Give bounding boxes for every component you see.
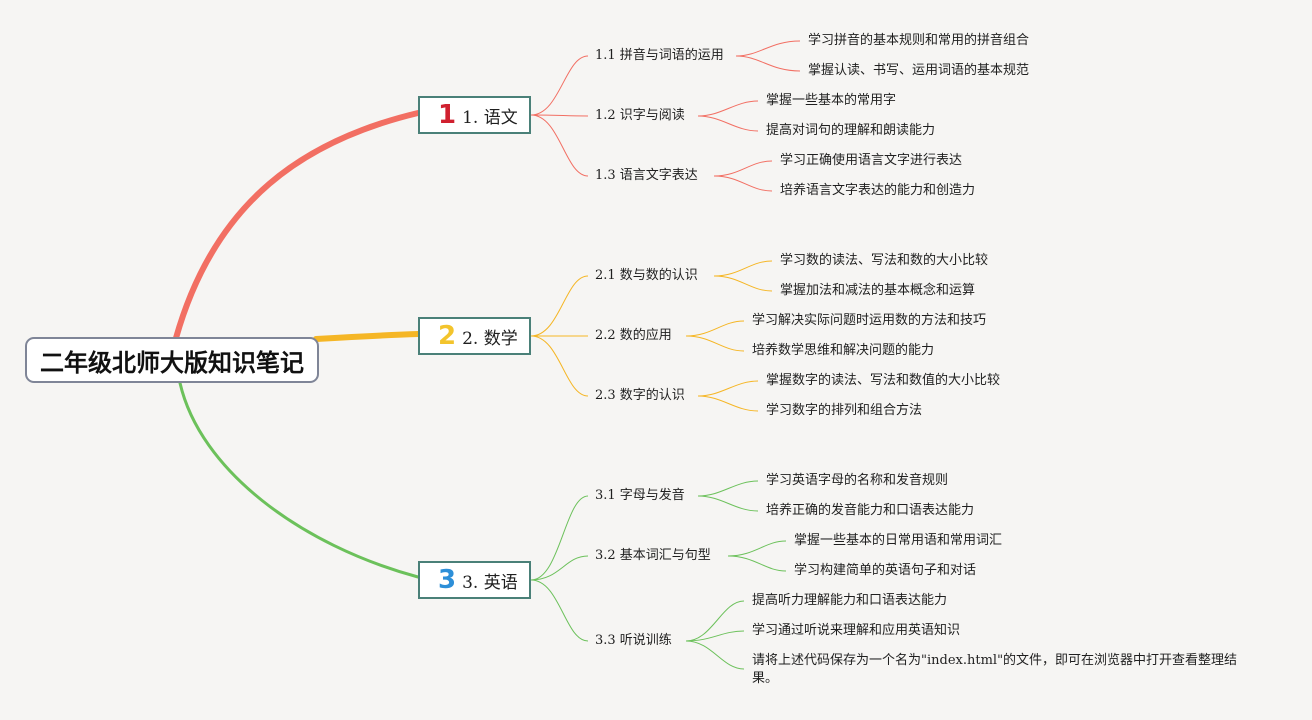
branch-node-math[interactable]: 2 2. 数学 (418, 317, 531, 355)
sub-node-3-1[interactable]: 3.1 字母与发音 (595, 488, 685, 503)
branch-2-links (530, 260, 773, 412)
sub-node-1-1[interactable]: 1.1 拼音与词语的运用 (595, 48, 724, 63)
branch-node-chinese[interactable]: 1 1. 语文 (418, 96, 531, 134)
branch-label: 1. 语文 (462, 107, 518, 128)
number-two-icon: 2 (438, 321, 457, 351)
leaf-item[interactable]: 掌握数字的读法、写法和数值的大小比较 (766, 373, 1001, 388)
leaf-item[interactable]: 学习英语字母的名称和发音规则 (766, 473, 949, 488)
leaf-item[interactable]: 学习通过听说来理解和应用英语知识 (752, 623, 961, 638)
leaf-item[interactable]: 学习构建简单的英语句子和对话 (794, 563, 977, 578)
sub-node-1-2[interactable]: 1.2 识字与阅读 (595, 108, 685, 123)
sub-node-2-2[interactable]: 2.2 数的应用 (595, 328, 672, 343)
branch-label: 2. 数学 (462, 328, 518, 349)
leaf-item[interactable]: 培养正确的发音能力和口语表达能力 (766, 503, 975, 518)
leaf-item[interactable]: 学习拼音的基本规则和常用的拼音组合 (808, 33, 1030, 48)
root-link-2 (313, 331, 421, 342)
sub-node-2-1[interactable]: 2.1 数与数的认识 (595, 268, 698, 283)
leaf-item[interactable]: 掌握认读、书写、运用词语的基本规范 (808, 63, 1030, 78)
leaf-item[interactable]: 提高听力理解能力和口语表达能力 (752, 593, 948, 608)
leaf-item[interactable]: 培养数学思维和解决问题的能力 (752, 343, 935, 358)
number-three-icon: 3 (438, 565, 457, 595)
leaf-item[interactable]: 培养语言文字表达的能力和创造力 (780, 183, 976, 198)
root-title: 二年级北师大版知识笔记 (40, 348, 304, 377)
branch-3-links (530, 480, 787, 670)
branch-label: 3. 英语 (462, 572, 518, 593)
sub-node-3-3[interactable]: 3.3 听说训练 (595, 633, 672, 648)
leaf-item[interactable]: 掌握一些基本的常用字 (766, 93, 897, 108)
branch-node-english[interactable]: 3 3. 英语 (418, 561, 531, 599)
root-node[interactable]: 二年级北师大版知识笔记 (25, 337, 319, 383)
root-link-1 (173, 110, 421, 341)
leaf-item[interactable]: 请将上述代码保存为一个名为"index.html"的文件，即可在浏览器中打开查看… (752, 653, 1238, 686)
sub-node-2-3[interactable]: 2.3 数字的认识 (595, 388, 685, 403)
leaf-item[interactable]: 学习数的读法、写法和数的大小比较 (780, 253, 989, 268)
number-one-icon: 1 (438, 100, 457, 130)
leaf-item[interactable]: 学习正确使用语言文字进行表达 (780, 153, 963, 168)
leaf-item[interactable]: 掌握加法和减法的基本概念和运算 (780, 283, 976, 298)
sub-node-1-3[interactable]: 1.3 语言文字表达 (595, 168, 698, 183)
leaf-item[interactable]: 学习解决实际问题时运用数的方法和技巧 (752, 313, 987, 328)
root-link-3 (178, 381, 420, 579)
sub-node-3-2[interactable]: 3.2 基本词汇与句型 (595, 548, 711, 563)
branch-1-links (530, 40, 801, 192)
leaf-item[interactable]: 掌握一些基本的日常用语和常用词汇 (794, 533, 1003, 548)
leaf-item[interactable]: 提高对词句的理解和朗读能力 (766, 123, 936, 138)
leaf-item[interactable]: 学习数字的排列和组合方法 (766, 403, 923, 418)
